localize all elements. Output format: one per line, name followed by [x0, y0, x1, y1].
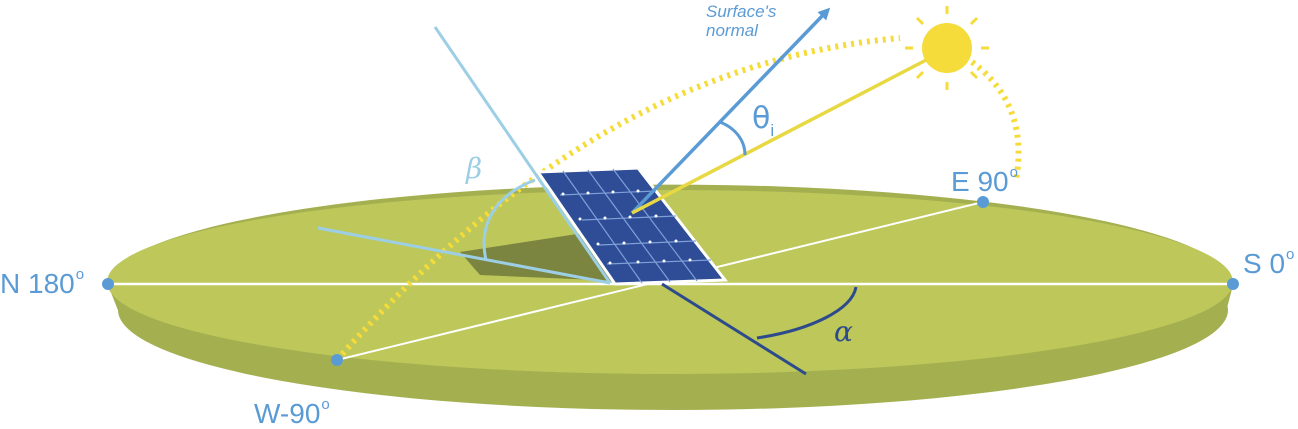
tilt-line-vertical — [433, 26, 612, 284]
west-point — [331, 354, 343, 366]
tilt-line-horizontal — [317, 226, 611, 285]
surface-normal-arrow — [630, 7, 831, 215]
theta-angle-arc — [719, 120, 747, 156]
south-label: S 0o — [1243, 246, 1295, 279]
north-label: N 180o — [0, 266, 85, 299]
north-point — [102, 278, 114, 290]
south-point — [1227, 278, 1239, 290]
surface-normal-label: Surface's normal — [706, 2, 777, 40]
theta-label: θi — [752, 101, 775, 140]
sun-path-descending — [970, 59, 1022, 181]
beta-label: β — [466, 152, 483, 185]
azimuth-line — [661, 282, 807, 376]
east-point — [977, 196, 989, 208]
solar-panel — [535, 166, 728, 286]
alpha-label: α — [834, 315, 853, 348]
sun-path — [334, 35, 901, 362]
alpha-angle-arc — [756, 286, 858, 340]
sun-icon — [905, 6, 989, 90]
panel-shadow — [460, 232, 620, 281]
beta-angle-arc — [482, 178, 536, 261]
east-label: E 90o — [951, 164, 1018, 197]
sun-ray — [631, 56, 931, 215]
west-label: W-90o — [254, 396, 330, 429]
